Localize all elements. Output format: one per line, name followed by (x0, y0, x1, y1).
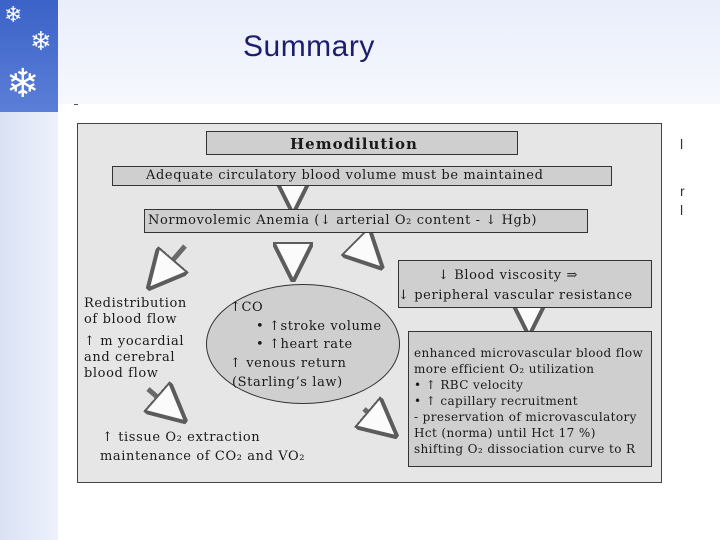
microvascular-line-7: shifting O₂ dissociation curve to R (414, 442, 636, 456)
viscosity-line-2: ↓ peripheral vascular resistance (398, 288, 633, 303)
microvascular-line-4: • ↑ capillary recruitment (414, 394, 579, 408)
cardiac-output-ellipse (206, 284, 400, 404)
diagram-arrows (78, 124, 661, 482)
tissue-extraction-line-2: maintenance of CO₂ and VO₂ (100, 449, 306, 464)
hemodilution-diagram: Hemodilution Adequate circulatory blood … (77, 123, 662, 483)
circulatory-volume-text: Adequate circulatory blood volume must b… (146, 168, 544, 183)
microvascular-line-1: enhanced microvascular blood flow (414, 346, 644, 360)
ellipse-line-4: ↑ venous return (230, 356, 347, 371)
left-decorative-band-top: ❄ ❄ ❄ (0, 0, 58, 112)
ellipse-line-2: • ↑stroke volume (256, 319, 382, 334)
viscosity-box (398, 260, 652, 308)
arrow-lower-left (148, 389, 179, 416)
snowflake-icon: ❄ (6, 62, 40, 106)
microvascular-box (408, 331, 652, 467)
title-strip (58, 0, 720, 104)
redistribution-line-4: and cerebral (84, 350, 176, 365)
redistribution-line-3: ↑ m yocardial (84, 334, 185, 349)
circulatory-volume-box (112, 166, 612, 186)
ellipse-line-3: • ↑heart rate (256, 337, 353, 352)
redistribution-line-1: Redistribution (84, 296, 187, 311)
snowflake-icon: ❄ (30, 26, 52, 56)
divider (74, 104, 78, 105)
ellipse-line-5: (Starling’s law) (232, 375, 343, 390)
redistribution-line-5: blood flow (84, 366, 159, 381)
ellipse-line-1: ↑CO (230, 300, 264, 315)
page-title: Summary (243, 30, 375, 63)
header-text: Hemodilution (290, 135, 418, 153)
microvascular-line-5: - preservation of microvasculatory (414, 410, 637, 424)
microvascular-line-6: Hct (norma) until Hct 17 %) (414, 426, 596, 440)
redistribution-line-2: of blood flow (84, 312, 178, 327)
arrow-lower-right (364, 409, 390, 431)
viscosity-line-1: ↓ Blood viscosity ⇒ (438, 268, 578, 283)
clipped-text-fragment: l (680, 136, 684, 152)
normovolemic-anemia-text: Normovolemic Anemia (↓ arterial O₂ conte… (148, 213, 538, 228)
header-box (206, 131, 518, 155)
arrow-left-down (154, 244, 185, 282)
snowflake-icon: ❄ (4, 2, 23, 27)
normovolemic-anemia-box (144, 209, 588, 233)
microvascular-line-2: more efficient O₂ utilization (414, 362, 595, 376)
clipped-text-fragment: r (680, 183, 685, 199)
clipped-text-fragment: l (680, 202, 684, 218)
microvascular-line-3: • ↑ RBC velocity (414, 378, 524, 392)
arrow-right-down (360, 246, 376, 262)
tissue-extraction-line-1: ↑ tissue O₂ extraction (102, 430, 261, 445)
